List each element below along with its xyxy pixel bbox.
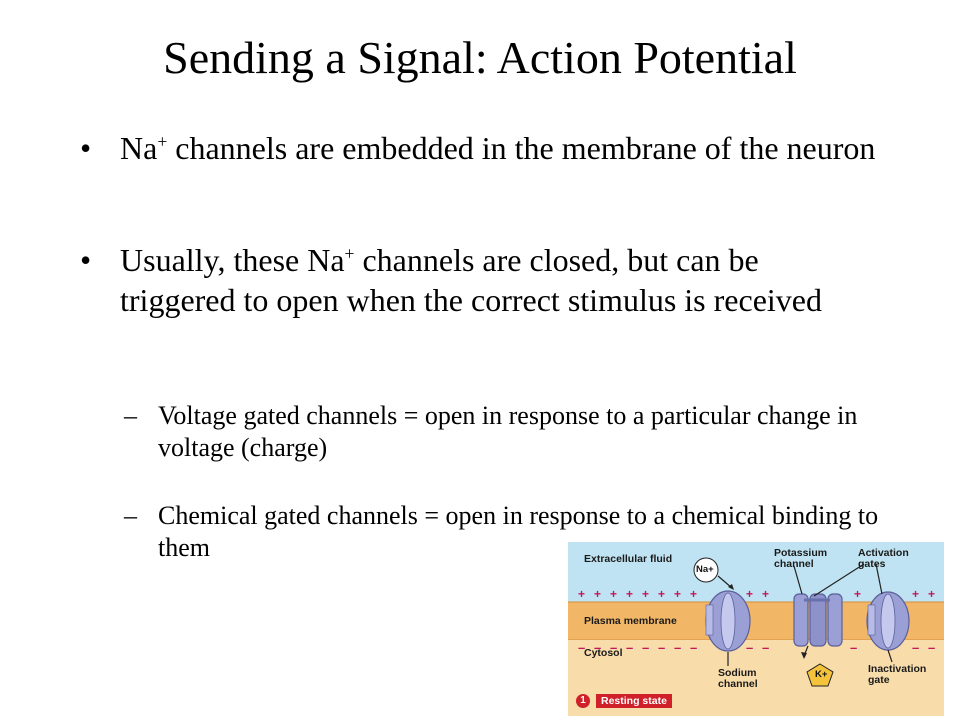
svg-text:+: + (658, 587, 665, 601)
svg-text:–: – (594, 640, 601, 655)
subbullet-text: Chemical gated channels = open in respon… (158, 501, 879, 562)
subbullet-chemical-gated: – Chemical gated channels = open in resp… (124, 500, 884, 564)
superscript-plus: + (344, 243, 355, 264)
svg-text:–: – (642, 640, 649, 655)
bullet-text-part: Usually, these Na (120, 242, 345, 278)
potassium-channel-label: Potassium channel (774, 547, 828, 570)
subbullet-voltage-gated: – Voltage gated channels = open in respo… (124, 400, 884, 464)
svg-text:+: + (854, 587, 861, 601)
activation-gates-label: Activation gates (858, 547, 909, 570)
svg-text:+: + (642, 587, 649, 601)
na-ion-label: Na+ (696, 564, 714, 575)
slide-title: Sending a Signal: Action Potential (163, 32, 797, 83)
svg-text:–: – (762, 640, 769, 655)
svg-text:–: – (578, 640, 585, 655)
svg-text:–: – (674, 640, 681, 655)
svg-text:–: – (850, 640, 857, 655)
svg-text:+: + (746, 587, 753, 601)
plus-charges: + + + + + + + + + + + + + (578, 587, 935, 601)
sodium-channel-label: Sodium channel (718, 667, 758, 690)
svg-text:+: + (928, 587, 935, 601)
bullet-text: Na+ channels are embedded in the membran… (120, 128, 880, 168)
svg-text:–: – (928, 640, 935, 655)
svg-text:–: – (912, 640, 919, 655)
svg-text:+: + (674, 587, 681, 601)
plasma-membrane-label: Plasma membrane (584, 615, 677, 627)
svg-text:+: + (912, 587, 919, 601)
svg-text:+: + (690, 587, 697, 601)
subbullet-marker: – (124, 401, 137, 430)
svg-text:–: – (610, 640, 617, 655)
bullet-text: Usually, these Na+ channels are closed, … (120, 240, 880, 320)
svg-text:–: – (658, 640, 665, 655)
cytosol-label: Cytosol (584, 647, 623, 659)
ion-channel-figure: +++ +++ +++ +++ + ––– ––– ––– ––– – (568, 542, 944, 716)
extracellular-fluid-label: Extracellular fluid (584, 553, 673, 565)
sodium-channel-shape (705, 590, 751, 652)
bullet-text-part: Na (120, 130, 158, 166)
na-ion-circle (693, 557, 719, 583)
svg-text:+: + (762, 587, 769, 601)
membrane-diagram: +++ +++ +++ +++ + ––– ––– ––– ––– – (568, 542, 944, 716)
svg-text:+: + (578, 587, 585, 601)
svg-text:–: – (626, 640, 633, 655)
inactivation-gate-label: Inactivation gate (868, 663, 927, 686)
step-number-badge: 1 (576, 694, 590, 708)
bullet-marker: • (80, 130, 92, 166)
svg-text:–: – (690, 640, 697, 655)
svg-text:+: + (610, 587, 617, 601)
bullet-na-channels-embedded: • Na+ channels are embedded in the membr… (80, 128, 880, 168)
bullet-text-part: channels are closed, but can be triggere… (120, 242, 822, 318)
svg-text:+: + (626, 587, 633, 601)
minus-charges: ––– ––– ––– ––– – (578, 640, 935, 655)
bullet-na-channels-closed: • Usually, these Na+ channels are closed… (80, 240, 880, 320)
svg-text:+: + (594, 587, 601, 601)
second-sodium-channel-shape (866, 591, 910, 651)
superscript-plus: + (157, 131, 168, 152)
subbullet-marker: – (124, 501, 137, 530)
bullet-text-part: channels are embedded in the membrane of… (167, 130, 876, 166)
k-ion-label: K+ (815, 669, 828, 680)
bullet-marker: • (80, 242, 92, 278)
subbullet-text: Voltage gated channels = open in respons… (158, 401, 858, 462)
k-ion-shape (806, 663, 834, 687)
potassium-channel-shape (793, 593, 843, 647)
resting-state-label: Resting state (596, 694, 672, 708)
svg-text:–: – (746, 640, 753, 655)
